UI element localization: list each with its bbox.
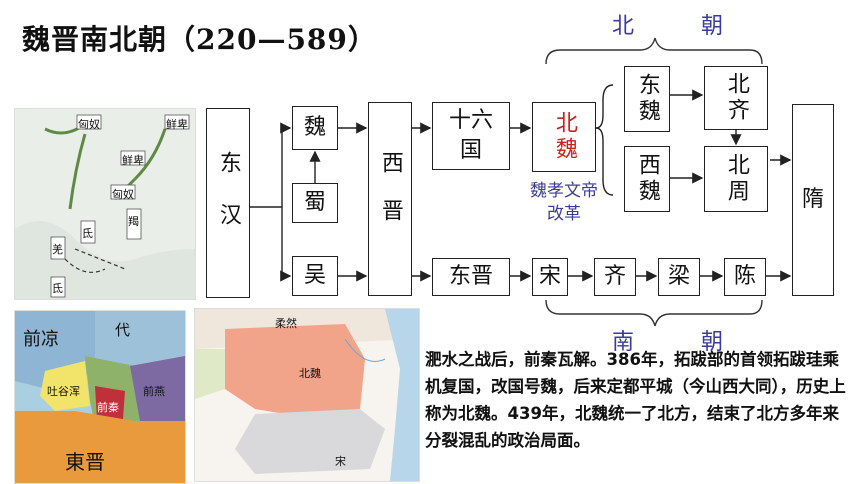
label-wu: 吴 xyxy=(303,263,326,289)
box-sui: 隋 xyxy=(792,104,834,296)
label-beizhou: 北周 xyxy=(723,153,749,205)
map1-label: 氐 xyxy=(82,227,93,240)
label-xijin: 西晋 xyxy=(377,151,403,247)
map3-label: 柔然 xyxy=(275,317,297,330)
map1-label: 羯 xyxy=(128,215,139,228)
label-song: 宋 xyxy=(538,264,561,290)
history-paragraph: 淝水之战后，前秦瓦解。386年，拓跋部的首领拓跋珪乘机复国，改国号魏，后来定都平… xyxy=(425,350,846,450)
box-beizhou: 北周 xyxy=(704,146,768,212)
box-chen: 陈 xyxy=(724,258,766,296)
migration-map-graphic xyxy=(15,109,195,299)
label-donghan: 东汉 xyxy=(215,151,241,255)
map1-label: 匈奴 xyxy=(78,118,100,131)
box-wu: 吴 xyxy=(292,256,338,296)
map1-label: 鲜卑 xyxy=(122,154,144,167)
box-dongwei: 东魏 xyxy=(624,66,670,132)
box-beiwei: 北魏 xyxy=(532,102,596,172)
map2-label: 代 xyxy=(115,321,131,339)
box-shu: 蜀 xyxy=(292,183,338,223)
map2-label: 前秦 xyxy=(97,401,119,414)
map1-label: 氐 xyxy=(52,282,63,295)
map2-label: 吐谷浑 xyxy=(47,385,80,398)
label-shiliuguo: 十六国 xyxy=(448,108,493,163)
box-xijin: 西晋 xyxy=(368,102,412,296)
map1-label: 匈奴 xyxy=(112,188,134,201)
label-dongjin: 东晋 xyxy=(448,264,493,290)
map2-label: 東晋 xyxy=(65,450,105,474)
map3-label: 宋 xyxy=(335,455,346,468)
label-chen: 陈 xyxy=(733,264,756,290)
box-liang: 梁 xyxy=(658,258,700,296)
label-dongwei: 东魏 xyxy=(634,73,660,125)
map1-label: 鲜卑 xyxy=(166,118,188,131)
migration-map: 匈奴 鲜卑 鲜卑 匈奴 羯 氐 羌 氐 xyxy=(14,108,196,300)
label-qi: 齐 xyxy=(603,264,626,290)
box-dongjin: 东晋 xyxy=(432,258,510,296)
label-beiqi: 北齐 xyxy=(723,72,749,124)
box-shiliuguo: 十六国 xyxy=(432,102,510,170)
page-title: 魏晋南北朝（220—589） xyxy=(22,23,377,56)
box-song: 宋 xyxy=(532,258,568,296)
box-beiqi: 北齐 xyxy=(704,66,768,130)
label-liang: 梁 xyxy=(667,264,690,290)
northern-wei-map-graphic xyxy=(195,309,419,481)
map2-label: 前燕 xyxy=(143,385,165,398)
northern-wei-map: 柔然 北魏 宋 xyxy=(194,308,420,482)
box-donghan: 东汉 xyxy=(206,108,250,298)
label-shu: 蜀 xyxy=(303,190,326,216)
box-wei: 魏 xyxy=(292,106,338,150)
political-map-graphic xyxy=(15,311,185,483)
box-qi: 齐 xyxy=(594,258,636,296)
label-wei: 魏 xyxy=(303,115,326,141)
map2-label: 前凉 xyxy=(23,329,59,350)
label-beiwei: 北魏 xyxy=(551,111,577,163)
label-sui: 隋 xyxy=(801,187,824,213)
south-dynasties-label: 南 朝 xyxy=(612,330,753,355)
map1-label: 羌 xyxy=(52,243,63,256)
reform-note: 魏孝文帝改革 xyxy=(530,181,598,224)
north-dynasties-label: 北 朝 xyxy=(612,14,753,39)
map3-label: 北魏 xyxy=(299,367,321,380)
label-xiwei: 西魏 xyxy=(634,153,660,205)
box-xiwei: 西魏 xyxy=(624,146,670,212)
political-map-former-qin: 前凉 代 吐谷浑 前燕 前秦 東晋 xyxy=(14,310,186,484)
